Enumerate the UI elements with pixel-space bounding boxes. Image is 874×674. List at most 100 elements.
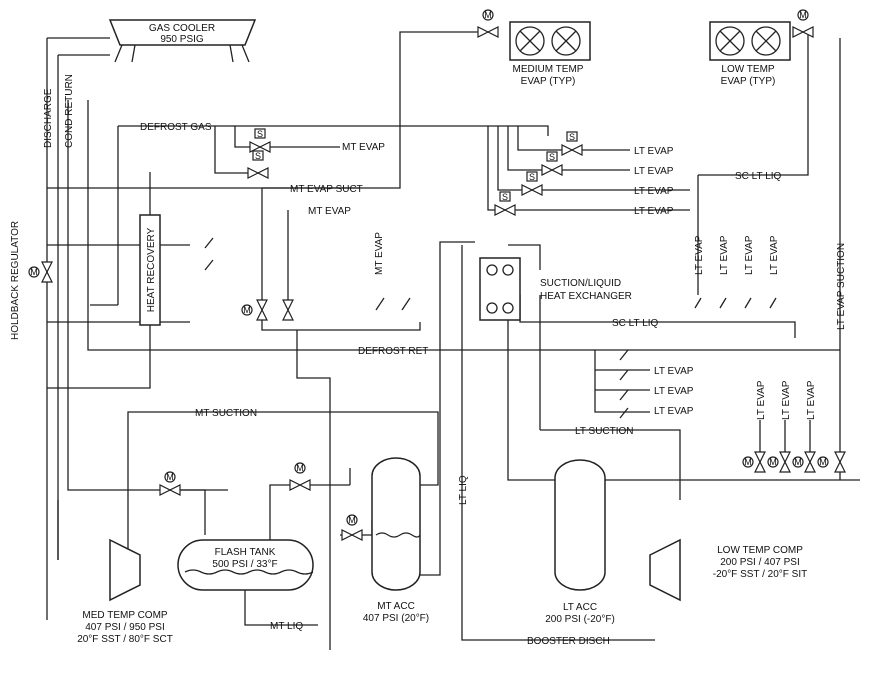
svg-text:M: M: [484, 10, 492, 20]
svg-text:M: M: [296, 463, 304, 473]
lt-evap-label: LT EVAP: [744, 235, 755, 275]
defrost-ret-label: DEFROST RET: [358, 346, 428, 357]
med-temp-compressor: MED TEMP COMP 407 PSI / 950 PSI 20°F SST…: [77, 538, 173, 645]
lt-evap-label: LT EVAP: [694, 235, 705, 275]
holdback-regulator-label: HOLDBACK REGULATOR: [10, 221, 21, 340]
svg-text:S: S: [569, 132, 575, 142]
lt-evap-label: LT EVAP: [654, 406, 694, 417]
motorized-valve-icon: M: [241, 299, 268, 321]
lt-evap-suction-label: LT EVAP SUCTION: [836, 243, 847, 330]
low-temp-comp-line3: -20°F SST / 20°F SIT: [713, 569, 808, 580]
gas-cooler-pressure: 950 PSIG: [160, 34, 204, 45]
pipe-labels: DISCHARGE COND RETURN HOLDBACK REGULATOR…: [10, 74, 847, 647]
lt-evap-label: LT EVAP: [634, 166, 674, 177]
motorized-valve-icon: M: [477, 9, 499, 38]
fan-icon: [715, 26, 745, 56]
lt-suction-label: LT SUCTION: [575, 426, 634, 437]
lt-evap-label: LT EVAP: [634, 206, 674, 217]
svg-text:M: M: [348, 515, 356, 525]
heat-recovery-label: HEAT RECOVERY: [146, 227, 157, 312]
svg-text:S: S: [549, 152, 555, 162]
valves: M M M S S S S S: [28, 9, 846, 541]
solenoid-valve-icon: S: [249, 128, 271, 153]
gas-cooler-title: GAS COOLER: [149, 23, 215, 34]
solenoid-valve-icon: S: [247, 150, 269, 179]
solenoid-valve-icon: S: [521, 171, 543, 196]
lt-evap-label: LT EVAP: [719, 235, 730, 275]
motorized-valve-icon: M: [817, 451, 846, 473]
svg-text:S: S: [502, 192, 508, 202]
svg-text:M: M: [30, 267, 38, 277]
fan-icon: [551, 26, 581, 56]
fan-icon: [751, 26, 781, 56]
svg-text:M: M: [769, 457, 777, 467]
medium-temp-evap-title: MEDIUM TEMP: [513, 64, 584, 75]
flash-tank-title: FLASH TANK: [215, 547, 276, 558]
low-temp-evap-sub: EVAP (TYP): [721, 76, 776, 87]
lt-evap-label: LT EVAP: [634, 186, 674, 197]
lt-evap-label: LT EVAP: [806, 380, 817, 420]
lt-evap-label: LT EVAP: [781, 380, 792, 420]
solenoid-valve-icon: S: [561, 131, 583, 156]
low-temp-evap-title: LOW TEMP: [721, 64, 774, 75]
lt-evap-label: LT EVAP: [654, 366, 694, 377]
motorized-valve-icon: M: [341, 514, 363, 541]
mt-evap-suct-label: MT EVAP SUCT: [290, 184, 363, 195]
medium-temp-evap-sub: EVAP (TYP): [521, 76, 576, 87]
motorized-valve-icon: M: [289, 462, 311, 491]
svg-text:S: S: [255, 151, 261, 161]
defrost-gas-label: DEFROST GAS: [140, 122, 212, 133]
low-temp-evap: LOW TEMP EVAP (TYP): [709, 21, 791, 87]
shx-label-2: HEAT EXCHANGER: [540, 291, 632, 302]
solenoid-valve-icon: S: [494, 191, 516, 216]
svg-text:M: M: [243, 305, 251, 315]
mt-acc-rating: 407 PSI (20°F): [363, 613, 429, 624]
mt-evap-label: MT EVAP: [308, 206, 351, 217]
sc-lt-liq-label-top: SC LT LIQ: [735, 171, 782, 182]
solenoid-valve-icon: [282, 299, 294, 321]
lt-evap-label: LT EVAP: [654, 386, 694, 397]
lt-accumulator: LT ACC 200 PSI (-20°F): [545, 459, 615, 625]
mt-suction-label: MT SUCTION: [195, 408, 257, 419]
shx-label-1: SUCTION/LIQUID: [540, 278, 621, 289]
med-temp-comp-line3: 20°F SST / 80°F SCT: [77, 634, 173, 645]
piping: [46, 31, 860, 650]
svg-text:M: M: [744, 457, 752, 467]
flash-tank: FLASH TANK 500 PSI / 33°F: [177, 539, 314, 591]
lt-acc-title: LT ACC: [563, 602, 597, 613]
motorized-valve-icon: M: [767, 451, 791, 473]
low-temp-comp-title: LOW TEMP COMP: [717, 545, 803, 556]
suction-liquid-heat-exchanger: SUCTION/LIQUID HEAT EXCHANGER: [479, 257, 632, 321]
lt-liq-label: LT LIQ: [458, 475, 469, 505]
motorized-valve-icon: M: [792, 451, 816, 473]
motorized-valve-icon: M: [742, 451, 766, 473]
solenoid-valve-icon: S: [541, 151, 563, 176]
svg-text:M: M: [799, 10, 807, 20]
svg-text:S: S: [257, 129, 263, 139]
mt-liq-label: MT LIQ: [270, 621, 303, 632]
med-temp-comp-title: MED TEMP COMP: [82, 610, 168, 621]
med-temp-comp-line2: 407 PSI / 950 PSI: [85, 622, 165, 633]
mt-evap-label: MT EVAP: [374, 232, 385, 275]
heat-recovery: HEAT RECOVERY: [139, 214, 161, 326]
lt-acc-rating: 200 PSI (-20°F): [545, 614, 615, 625]
booster-disch-label: BOOSTER DISCH: [527, 636, 610, 647]
low-temp-compressor: LOW TEMP COMP 200 PSI / 407 PSI -20°F SS…: [649, 538, 808, 602]
lt-evap-label: LT EVAP: [634, 146, 674, 157]
cond-return-label: COND RETURN: [64, 74, 75, 148]
mt-acc-title: MT ACC: [377, 601, 415, 612]
motorized-valve-icon: M: [28, 261, 53, 283]
svg-text:M: M: [794, 457, 802, 467]
gas-cooler: GAS COOLER 950 PSIG: [108, 19, 257, 63]
svg-text:M: M: [166, 472, 174, 482]
evap-labels: MT EVAP MT EVAP MT EVAP LT EVAP LT EVAP …: [308, 142, 817, 420]
discharge-label: DISCHARGE: [43, 88, 54, 148]
svg-text:M: M: [819, 457, 827, 467]
lt-evap-label: LT EVAP: [769, 235, 780, 275]
medium-temp-evap: MEDIUM TEMP EVAP (TYP): [509, 21, 591, 87]
flash-tank-rating: 500 PSI / 33°F: [212, 559, 277, 570]
sc-lt-liq-label-mid: SC LT LIQ: [612, 318, 659, 329]
motorized-valve-icon: M: [792, 9, 814, 38]
svg-text:S: S: [529, 172, 535, 182]
